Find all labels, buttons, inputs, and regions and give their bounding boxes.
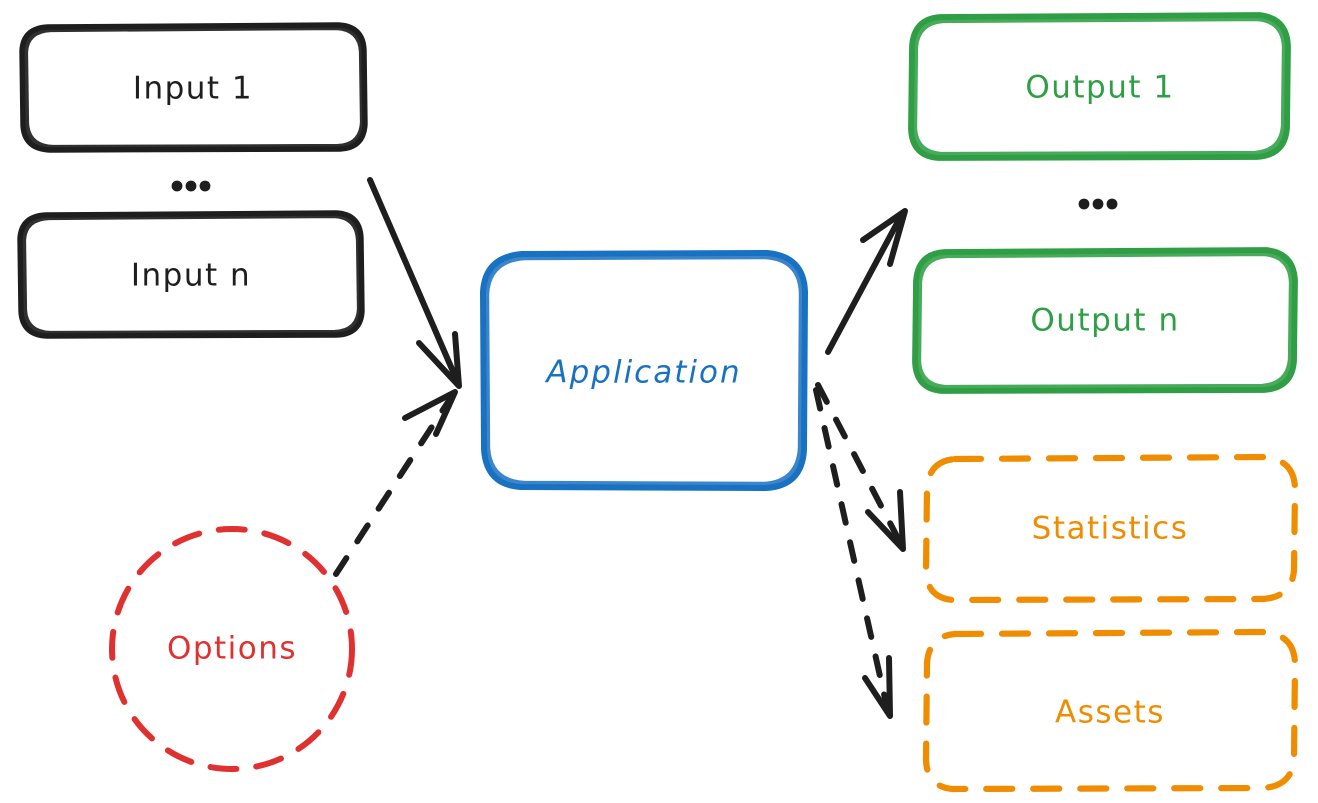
output-n-outline-sketch xyxy=(916,251,1294,390)
output-ellipsis-dot-2 xyxy=(1092,198,1104,210)
edge-application-to-assets xyxy=(813,387,893,719)
output-1-label: Output 1 xyxy=(1025,70,1174,106)
node-output-n[interactable]: Output n xyxy=(912,247,1298,394)
application-to-assets-line xyxy=(813,387,891,715)
edge-inputs-to-application xyxy=(367,177,462,389)
input-1-outline xyxy=(19,22,368,153)
edge-application-to-statistics xyxy=(815,382,906,552)
application-outline-sketch xyxy=(484,254,804,487)
node-output-1[interactable]: Output 1 xyxy=(908,12,1291,161)
output-ellipsis-dot-1 xyxy=(1078,198,1090,210)
options-to-application-arrowhead xyxy=(402,389,458,437)
inputs-to-application-line xyxy=(367,177,461,386)
assets-outline xyxy=(922,628,1299,793)
options-to-application-line xyxy=(333,393,455,577)
output-ellipsis-dot-3 xyxy=(1106,198,1118,210)
application-label: Application xyxy=(544,355,741,391)
statistics-label: Statistics xyxy=(1032,511,1189,547)
application-to-statistics-arrowhead xyxy=(865,489,906,552)
node-input-n[interactable]: Input n xyxy=(17,210,365,339)
application-to-outputs-line xyxy=(825,211,905,355)
application-to-outputs-arrowhead xyxy=(860,208,908,267)
output-ellipsis xyxy=(1078,198,1118,210)
node-options[interactable]: Options xyxy=(109,526,355,772)
node-statistics[interactable]: Statistics xyxy=(922,453,1299,604)
input-ellipsis-dot-2 xyxy=(185,180,197,192)
statistics-outline xyxy=(922,453,1299,604)
input-ellipsis-dot-1 xyxy=(171,180,183,192)
edge-application-to-outputs xyxy=(825,208,908,355)
input-1-label: Input 1 xyxy=(133,71,253,107)
application-to-assets-arrowhead xyxy=(862,655,893,719)
output-n-outline xyxy=(912,247,1298,394)
input-1-outline-sketch xyxy=(23,25,365,150)
assets-label: Assets xyxy=(1055,695,1165,731)
edge-options-to-application xyxy=(333,389,458,577)
inputs-to-application-arrowhead xyxy=(416,331,462,389)
input-n-outline-sketch xyxy=(21,213,362,336)
output-1-outline xyxy=(908,12,1291,161)
options-label: Options xyxy=(167,631,297,667)
application-to-statistics-line xyxy=(815,382,905,549)
node-assets[interactable]: Assets xyxy=(922,628,1299,793)
output-1-outline-sketch xyxy=(912,16,1287,157)
input-ellipsis-dot-3 xyxy=(199,180,211,192)
node-application[interactable]: Application xyxy=(480,250,808,491)
application-outline xyxy=(480,250,808,491)
input-n-outline xyxy=(17,210,365,339)
input-ellipsis xyxy=(171,180,211,192)
input-n-label: Input n xyxy=(131,258,251,294)
output-n-label: Output n xyxy=(1030,303,1179,339)
node-input-1[interactable]: Input 1 xyxy=(19,22,368,153)
options-outline xyxy=(109,526,355,772)
